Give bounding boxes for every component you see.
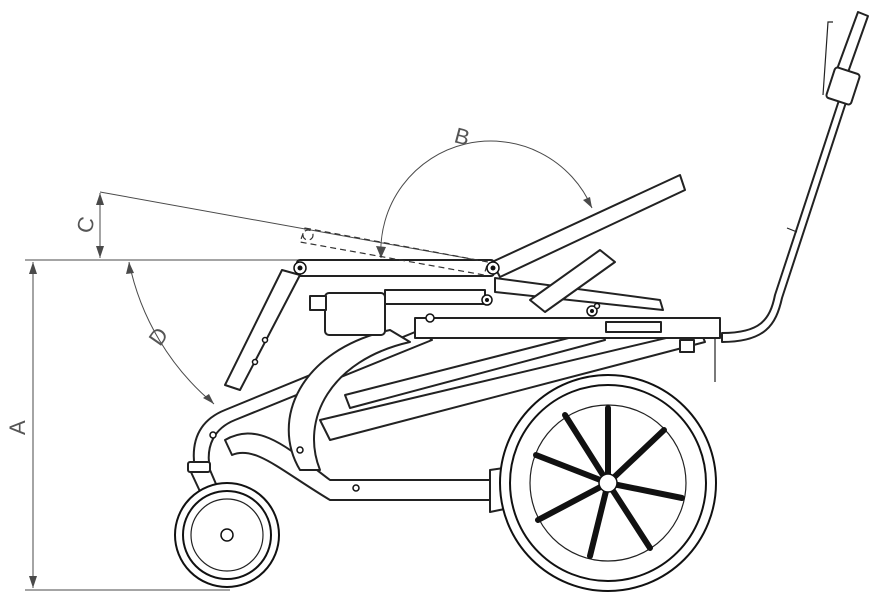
dimension-c-label: C	[71, 214, 99, 236]
pivot-bolts	[293, 261, 598, 323]
dimension-lines	[25, 140, 593, 591]
dimension-d-label: D	[144, 323, 174, 350]
reclined-backrest-outline	[299, 227, 489, 276]
rear-wheel	[499, 374, 717, 592]
dimension-d-arc	[128, 261, 215, 405]
front-wheel	[174, 461, 280, 588]
seat-base	[414, 317, 721, 382]
dimension-a-label: A	[5, 420, 30, 435]
seat	[296, 174, 686, 313]
frame-rivets	[209, 302, 601, 492]
recline-mechanism	[224, 269, 486, 391]
push-handle	[721, 11, 869, 343]
dimension-b-arc	[380, 140, 593, 259]
rear-wheel-spokes	[533, 405, 685, 559]
dimension-b-label: B	[452, 123, 473, 151]
